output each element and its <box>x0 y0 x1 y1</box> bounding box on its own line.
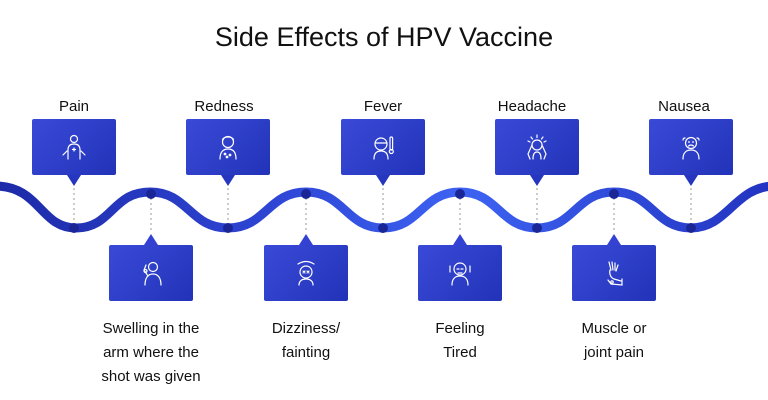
muscle-joint-icon <box>607 261 623 286</box>
effect-card-nausea <box>649 119 733 186</box>
page-title: Side Effects of HPV Vaccine <box>214 22 554 52</box>
label-line: Swelling in the <box>102 320 200 337</box>
effect-card-pain <box>32 119 116 186</box>
headache-icon <box>527 134 547 160</box>
timeline-dot <box>455 189 465 199</box>
effect-card-fever <box>341 119 425 186</box>
effect-card-redness <box>186 119 270 186</box>
effect-label-fever: Fever <box>363 98 403 115</box>
effect-card-muscle <box>572 234 656 301</box>
label-line: arm where the <box>103 344 199 361</box>
effect-card-headache <box>495 119 579 186</box>
label-line: Feeling <box>435 320 485 337</box>
effect-card-swelling <box>109 234 193 301</box>
dizziness-icon <box>297 260 315 286</box>
tired-icon <box>449 262 471 286</box>
effect-label-tired: Feeling Tired <box>402 317 518 365</box>
effect-label-dizziness: Dizziness/ fainting <box>248 317 364 365</box>
effect-label-nausea: Nausea <box>658 98 710 115</box>
redness-icon <box>219 135 237 160</box>
timeline-dot <box>223 223 233 233</box>
timeline-dot <box>609 189 619 199</box>
timeline-dot <box>532 223 542 233</box>
nausea-icon <box>682 136 700 160</box>
pain-icon <box>62 134 86 160</box>
effect-label-swelling: Swelling in the arm where the shot was g… <box>86 317 216 389</box>
effect-label-pain: Pain <box>58 98 90 115</box>
timeline-dot <box>378 223 388 233</box>
timeline-dot <box>301 189 311 199</box>
label-line: shot was given <box>101 368 201 385</box>
label-line: fainting <box>281 344 331 361</box>
wave-line <box>0 181 768 233</box>
label-line: Dizziness/ <box>271 320 341 337</box>
label-line: Tired <box>443 344 477 361</box>
fever-icon <box>373 136 394 160</box>
label-line: Muscle or <box>581 320 647 337</box>
timeline-dot <box>686 223 696 233</box>
swelling-arm-icon <box>143 261 162 286</box>
effect-card-tired <box>418 234 502 301</box>
effect-card-dizziness <box>264 234 348 301</box>
effect-label-redness: Redness <box>194 98 254 115</box>
timeline-dot <box>69 223 79 233</box>
timeline-dot <box>146 189 156 199</box>
effect-label-headache: Headache <box>497 98 567 115</box>
label-line: joint pain <box>583 344 645 361</box>
effect-label-muscle: Muscle or joint pain <box>556 317 672 365</box>
